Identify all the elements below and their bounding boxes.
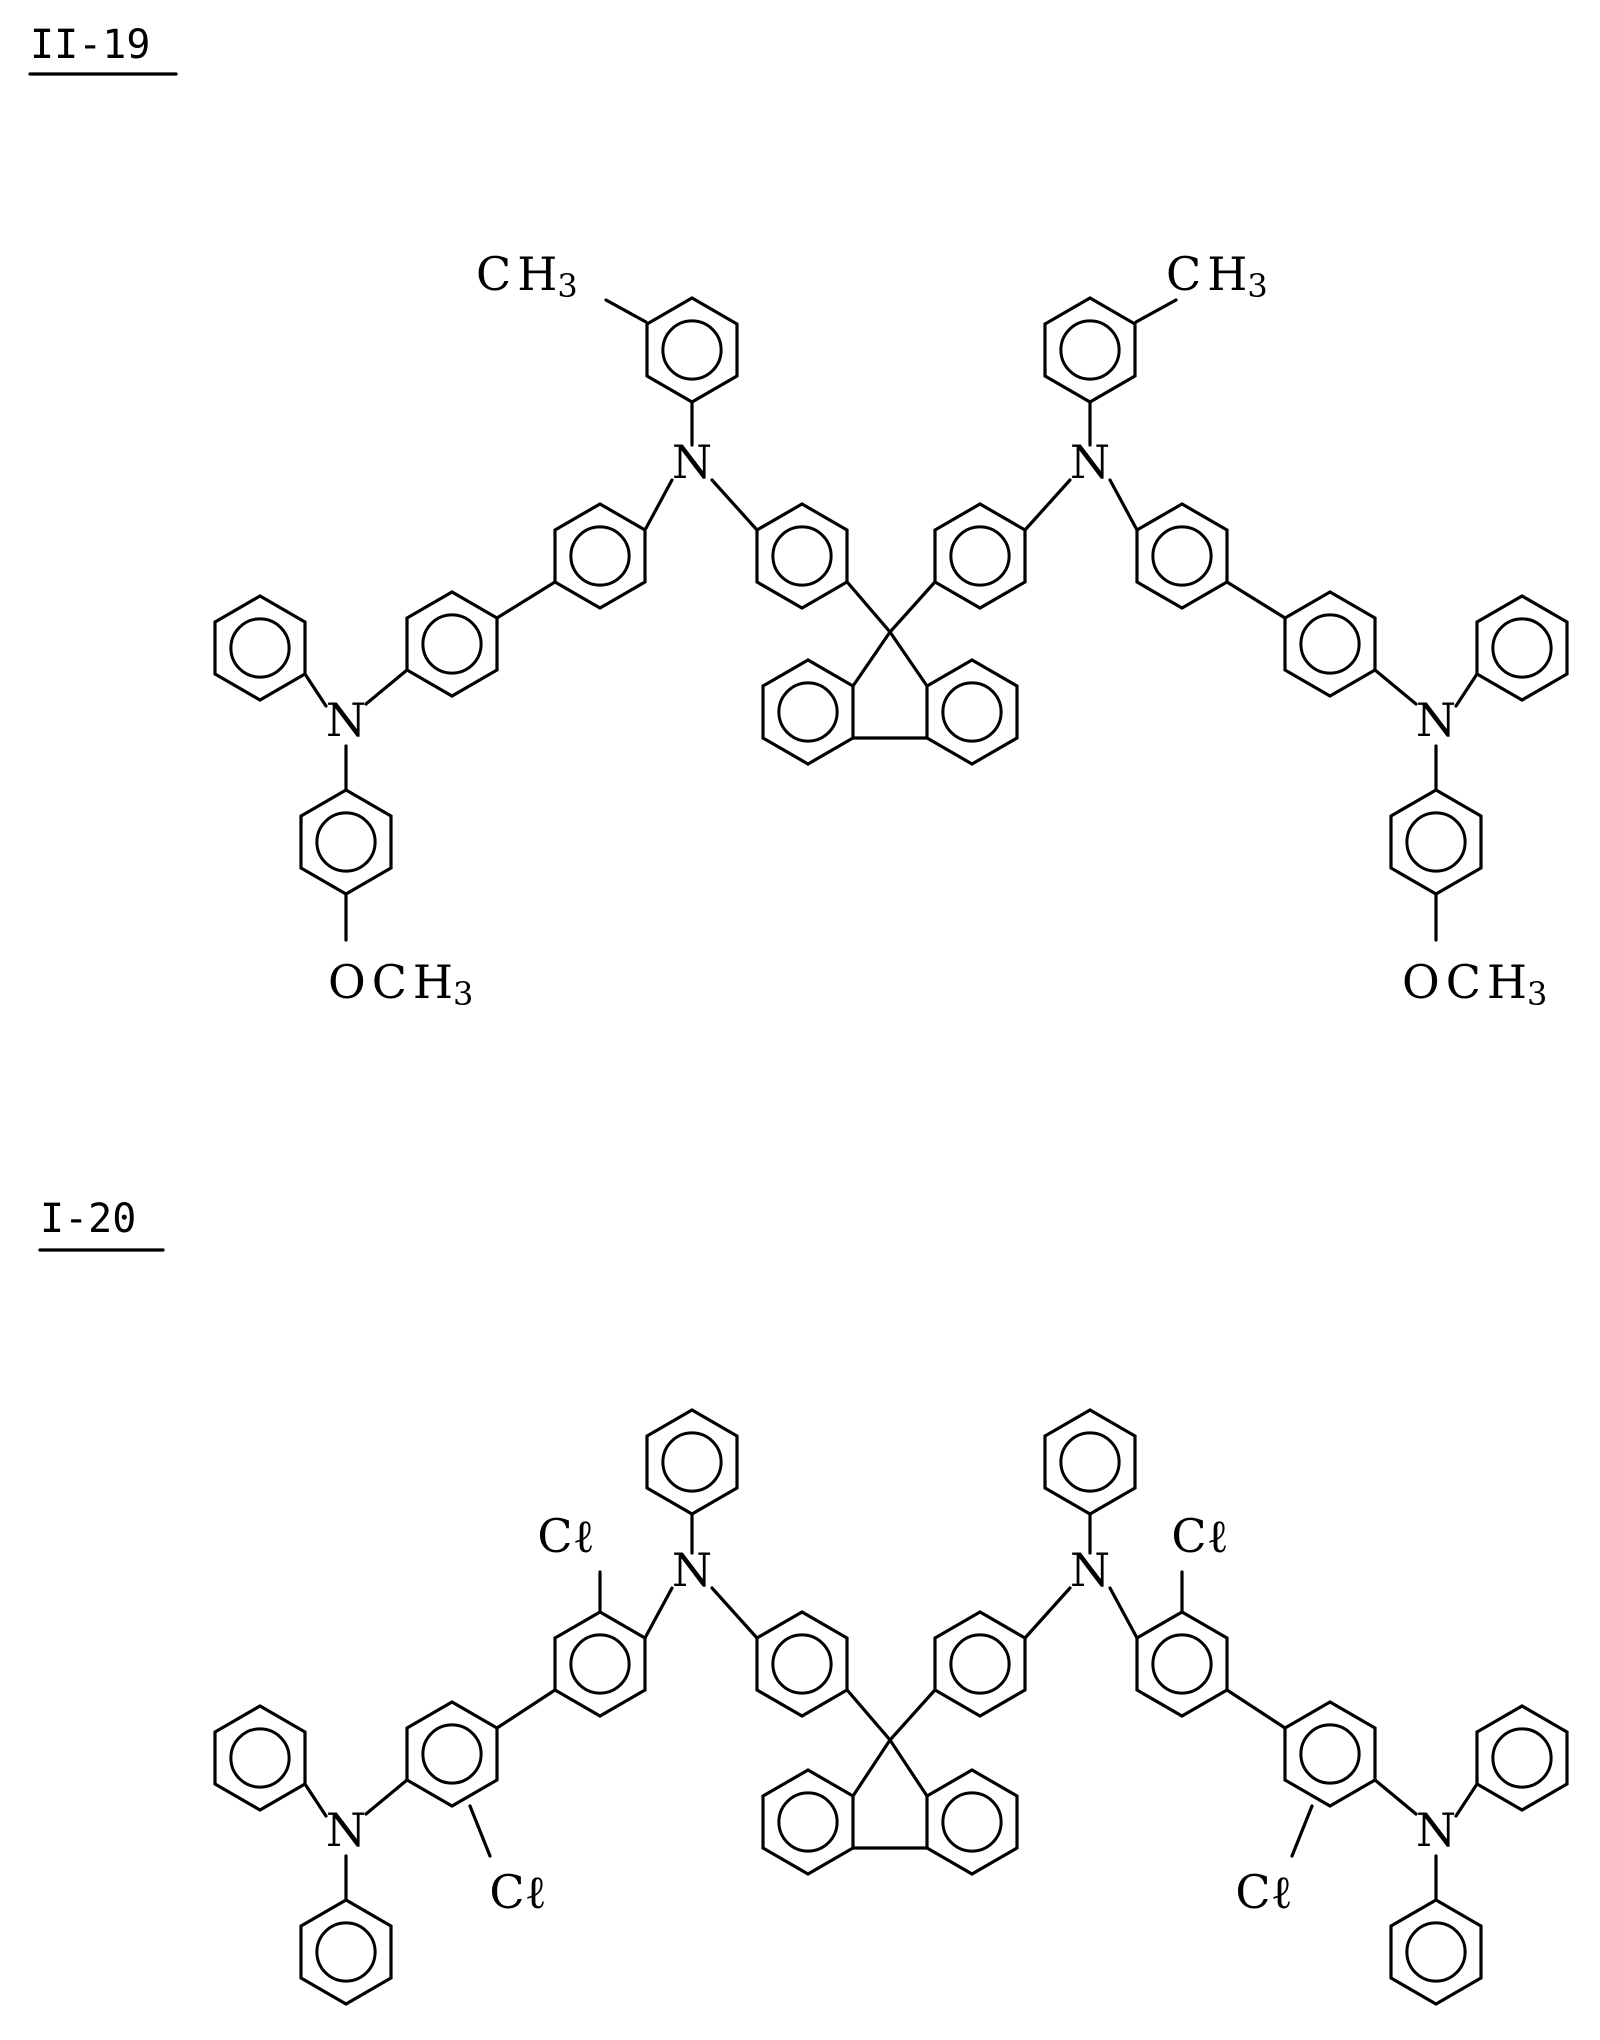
bond <box>1375 1780 1416 1814</box>
bond <box>1456 674 1477 706</box>
fluorene-ring-right <box>927 1770 1017 1874</box>
bond <box>1375 670 1416 704</box>
bond <box>890 583 934 632</box>
chlorophenyl-ring-left-a <box>555 1612 645 1716</box>
bond <box>1110 1588 1137 1638</box>
fluorene-ring-left <box>763 660 853 764</box>
chlorophenyl-ring-right-b <box>1285 1702 1375 1806</box>
phenyl-ring-terminal-left-a <box>215 1706 305 1810</box>
bond <box>1025 480 1070 530</box>
chlorophenyl-ring-right-a <box>1137 1612 1227 1716</box>
phenyl-ring-terminal-left-b <box>301 1900 391 2004</box>
bond <box>305 674 326 706</box>
bond <box>890 632 927 686</box>
bond <box>1110 480 1137 530</box>
phenyl-ring-center-left <box>757 1612 847 1716</box>
phenyl-ring-top-left <box>647 1410 737 1514</box>
bond <box>712 1588 757 1638</box>
phenyl-ring-center-right <box>935 1612 1025 1716</box>
bond <box>853 632 890 686</box>
bond <box>853 1740 890 1796</box>
biphenyl-ring-right-b <box>1285 592 1375 696</box>
bond <box>497 582 555 618</box>
methoxy-label-left: OCH3 <box>328 955 473 1013</box>
bond <box>1292 1806 1312 1856</box>
bond <box>1227 582 1285 618</box>
bond <box>366 1780 407 1814</box>
methyl-label-left: CH3 <box>476 247 578 305</box>
bond <box>890 1691 934 1740</box>
bond <box>1025 1588 1070 1638</box>
bond <box>890 1740 927 1796</box>
tolyl-ring-right <box>1045 298 1135 402</box>
phenyl-ring-top-right <box>1045 1410 1135 1514</box>
bond <box>1456 1784 1477 1816</box>
bond <box>305 1784 326 1816</box>
fluorene-ring-right <box>927 660 1017 764</box>
chloro-label-upper-right: Cℓ <box>1171 1509 1228 1563</box>
phenyl-ring-terminal-right-b <box>1391 1900 1481 2004</box>
bond <box>470 1806 490 1856</box>
biphenyl-ring-left-b <box>407 592 497 696</box>
bond <box>1227 1690 1285 1728</box>
phenyl-ring-center-right <box>935 504 1025 608</box>
anisyl-ring-left <box>301 790 391 894</box>
bond <box>712 480 757 530</box>
amine-n-terminal-left: N <box>326 1803 366 1857</box>
methoxy-label-right: OCH3 <box>1402 955 1547 1013</box>
amine-n-terminal-left: N <box>326 693 366 747</box>
bond <box>848 583 890 632</box>
amine-n-terminal-right: N <box>1416 693 1456 747</box>
bond <box>606 300 646 322</box>
compound-label-ii-19: II-19 <box>30 22 150 68</box>
phenyl-ring-center-left <box>757 504 847 608</box>
compound-label-i-20: I-20 <box>40 1196 136 1242</box>
chloro-label-lower-right: Cℓ <box>1235 1865 1292 1919</box>
methyl-label-right: CH3 <box>1166 247 1268 305</box>
bond <box>645 1588 672 1638</box>
phenyl-ring-terminal-right <box>1477 596 1567 700</box>
amine-n-terminal-right: N <box>1416 1803 1456 1857</box>
anisyl-ring-right <box>1391 790 1481 894</box>
fluorene-ring-left <box>763 1770 853 1874</box>
chloro-label-lower-left: Cℓ <box>489 1865 546 1919</box>
structure-i-20: NNCℓCℓCℓCℓNN <box>215 1410 1567 2004</box>
compound-i-20: I-20 NNCℓCℓCℓCℓNN <box>40 1196 1567 2004</box>
compound-ii-19: II-19 CH3CH3NNNOCH3NOCH3 <box>30 22 1567 1013</box>
structure-ii-19: CH3CH3NNNOCH3NOCH3 <box>215 247 1567 1013</box>
chlorophenyl-ring-left-b <box>407 1702 497 1806</box>
phenyl-ring-terminal-left <box>215 596 305 700</box>
phenyl-ring-terminal-right-a <box>1477 1706 1567 1810</box>
chloro-label-upper-left: Cℓ <box>537 1509 594 1563</box>
bond <box>366 670 407 704</box>
biphenyl-ring-left-a <box>555 504 645 608</box>
bond <box>848 1691 890 1740</box>
biphenyl-ring-right-a <box>1137 504 1227 608</box>
bond <box>645 480 672 530</box>
tolyl-ring-left <box>647 298 737 402</box>
bond <box>497 1690 555 1728</box>
bond <box>1136 300 1176 322</box>
